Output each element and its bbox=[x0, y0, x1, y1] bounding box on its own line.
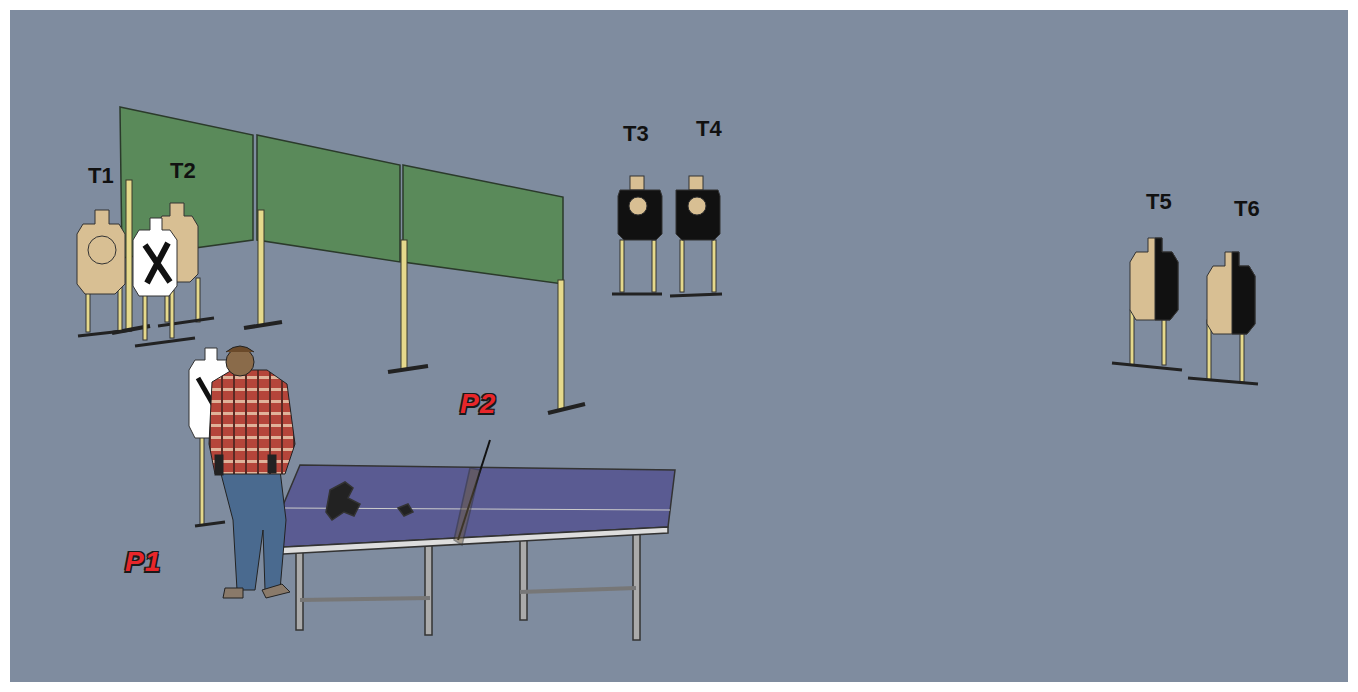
target-label: T1 bbox=[88, 165, 114, 187]
target-t6 bbox=[1188, 252, 1258, 384]
target-label: T3 bbox=[623, 123, 649, 145]
ground bbox=[10, 10, 1348, 682]
position-label: P1 bbox=[125, 548, 161, 576]
no-shoot-target bbox=[133, 218, 195, 346]
target-label: T6 bbox=[1234, 198, 1260, 220]
target-label: T5 bbox=[1146, 191, 1172, 213]
table bbox=[265, 440, 675, 640]
position-label: P2 bbox=[460, 390, 496, 418]
target-label: T4 bbox=[696, 118, 722, 140]
wall-posts bbox=[112, 180, 585, 413]
shooter-figure bbox=[209, 346, 295, 598]
target-t5 bbox=[1112, 238, 1182, 370]
target-t3 bbox=[612, 176, 662, 294]
wall-panels bbox=[120, 107, 563, 284]
target-t1 bbox=[77, 210, 132, 336]
target-t4 bbox=[670, 176, 722, 296]
target-label: T2 bbox=[170, 160, 196, 182]
